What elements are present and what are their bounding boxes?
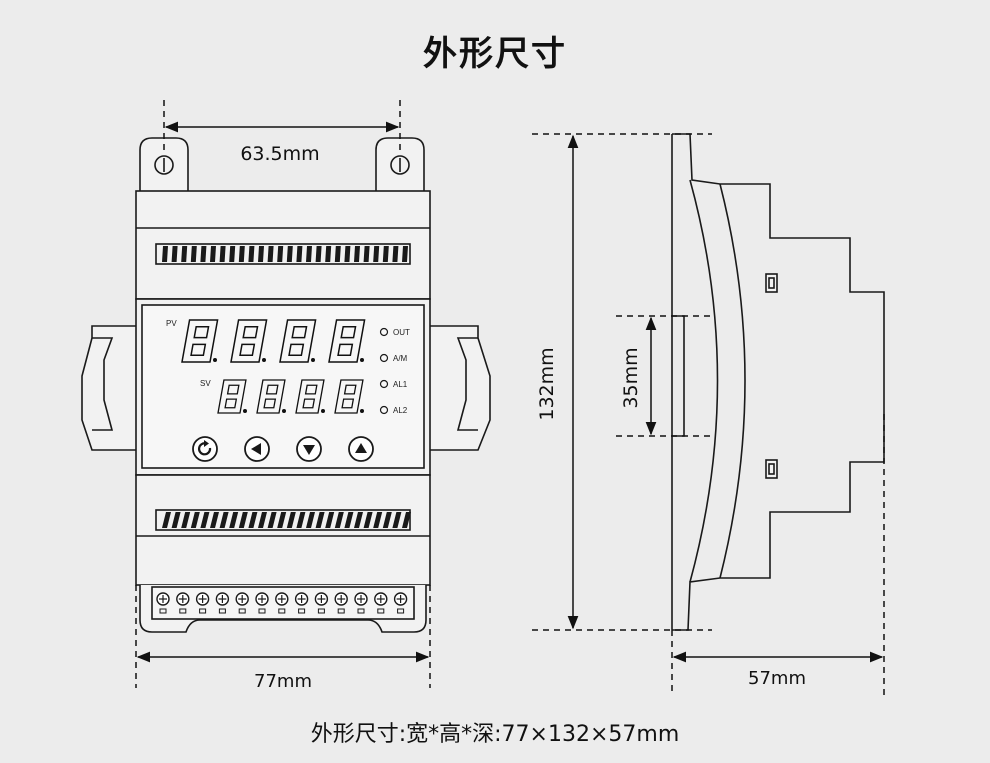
mount-hole-left (154, 155, 174, 175)
vent-slot (354, 512, 363, 528)
vent-slot (267, 512, 277, 528)
cycle-icon (198, 442, 212, 456)
vent-slot (267, 246, 274, 262)
vent-slot (181, 512, 191, 528)
dim-label-63-5: 63.5mm (240, 143, 319, 165)
vent-slot (258, 246, 264, 262)
vent-slot (219, 246, 226, 262)
vent-slot (402, 246, 408, 262)
sv-digit (334, 379, 364, 414)
vent-slot (325, 246, 332, 262)
pv-digit (181, 319, 219, 363)
indicator-label: AL2 (393, 406, 408, 415)
indicator-led (379, 327, 389, 337)
din-rail-left (81, 325, 136, 451)
sv-digit (295, 379, 325, 414)
vent-slot (171, 512, 181, 528)
vent-slot (190, 246, 197, 262)
sv-digit (256, 379, 286, 414)
vent-slot (286, 246, 293, 262)
page-title: 外形尺寸 (423, 34, 567, 74)
vent-slot (325, 512, 335, 528)
vent-slot (229, 512, 239, 528)
vent-slot (296, 512, 306, 528)
left-button[interactable] (244, 436, 270, 462)
vent-slot (373, 512, 383, 528)
vent-slot (392, 246, 399, 262)
side-clip-lower (765, 459, 778, 479)
vent-slot (181, 246, 188, 262)
side-clip-upper (765, 273, 778, 293)
vent-slot (373, 246, 380, 262)
vent-slot (219, 512, 229, 528)
vent-slot (190, 512, 200, 528)
vent-slot (277, 246, 284, 262)
vent-slot (162, 512, 171, 528)
vent-slot (315, 512, 325, 528)
sv-digit (217, 379, 247, 414)
vent-slot (344, 512, 354, 528)
dim-label-57: 57mm (748, 668, 806, 689)
vent-slot (363, 246, 370, 262)
vent-slot (200, 246, 207, 262)
vent-slot (210, 246, 216, 262)
vent-slot (315, 246, 322, 262)
indicator-label: AL1 (393, 380, 408, 389)
vent-slot (286, 512, 296, 528)
side-profile (672, 133, 885, 631)
left-arrow-icon (251, 443, 261, 455)
cycle-button[interactable] (192, 436, 218, 462)
down-button[interactable] (296, 436, 322, 462)
up-arrow-icon (355, 443, 367, 453)
indicator-led (379, 353, 389, 363)
vent-slot (402, 512, 411, 528)
front-panel (141, 304, 425, 469)
dim-label-35: 35mm (620, 347, 642, 408)
vent-slot (296, 246, 303, 262)
pv-digit (279, 319, 317, 363)
vent-slot (210, 512, 219, 528)
up-button[interactable] (348, 436, 374, 462)
vent-slot (334, 512, 344, 528)
vent-slot (306, 512, 315, 528)
pv-digit (230, 319, 268, 363)
indicator-label: OUT (393, 328, 410, 337)
vent-slot (382, 246, 389, 262)
vent-slot (238, 512, 248, 528)
vent-slot (238, 246, 245, 262)
pv-label: PV (166, 319, 177, 328)
din-rail-right (430, 325, 491, 451)
caption: 外形尺寸:宽*高*深:77×132×57mm (310, 722, 680, 747)
vent-slot (354, 246, 360, 262)
dim-label-132: 132mm (536, 347, 558, 420)
vent-slot (171, 246, 178, 262)
vent-slot (344, 246, 351, 262)
front-view (81, 137, 491, 633)
vent-slot (363, 512, 373, 528)
down-arrow-icon (303, 445, 315, 455)
vent-slot (334, 246, 341, 262)
vent-slot (248, 512, 258, 528)
vent-slot (229, 246, 236, 262)
vent-slot (382, 512, 392, 528)
mount-hole-right (390, 155, 410, 175)
vent-slot (162, 246, 168, 262)
side-view (671, 133, 885, 631)
vent-slot (200, 512, 210, 528)
vent-slot (306, 246, 312, 262)
pv-digit (328, 319, 366, 363)
vent-slot (392, 512, 402, 528)
vent-slot (277, 512, 287, 528)
dim-label-77: 77mm (254, 671, 312, 692)
indicator-label: A/M (393, 354, 408, 363)
vent-slot (258, 512, 267, 528)
indicator-led (379, 405, 389, 415)
vent-slot (248, 246, 255, 262)
indicator-led (379, 379, 389, 389)
sv-label: SV (200, 379, 211, 388)
side-front-curve (689, 179, 719, 583)
